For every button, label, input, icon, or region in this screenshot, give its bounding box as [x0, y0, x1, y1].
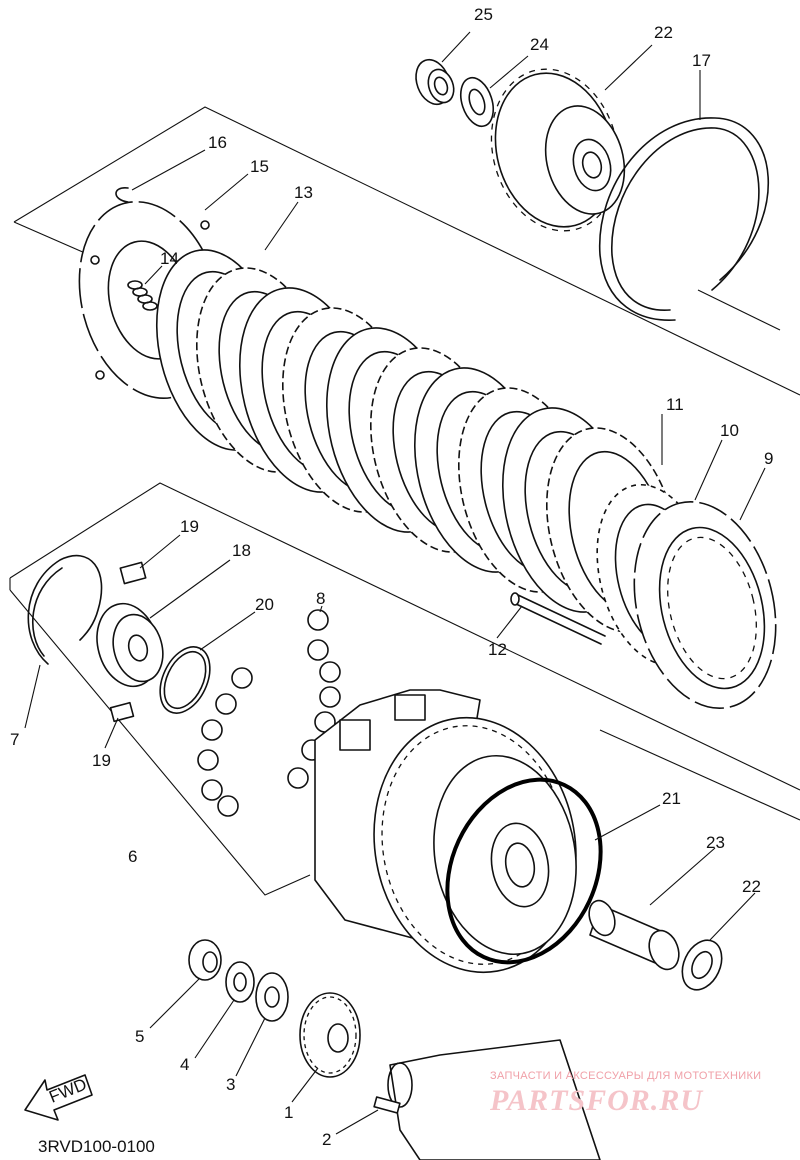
label-part-10: 10 [720, 421, 739, 440]
part-12-bolt [510, 592, 606, 645]
part-number-labels: 25 24 22 17 16 15 13 14 11 10 9 12 19 18… [10, 5, 773, 1149]
part-14-spring [127, 280, 158, 311]
fwd-arrow-icon: FWD [24, 1074, 93, 1121]
label-part-9: 9 [764, 449, 773, 468]
label-part-15: 15 [250, 157, 269, 176]
lower-group-frame [9, 482, 800, 896]
shaft-end [387, 1039, 601, 1160]
part-19-pin-bottom [109, 701, 135, 723]
label-part-8: 8 [316, 589, 325, 608]
diagram-code-caption: 3RVD100-0100 [38, 1137, 155, 1156]
watermark-logo: PARTSFOR.RU [489, 1084, 703, 1117]
label-part-6: 6 [128, 847, 137, 866]
label-part-19-bottom: 19 [92, 751, 111, 770]
part-9-plate [633, 500, 777, 710]
part-24-spacer [588, 899, 680, 971]
part-20-ring [159, 646, 211, 714]
label-part-16: 16 [208, 133, 227, 152]
part-3-washer [255, 972, 289, 1022]
label-part-12: 12 [488, 640, 507, 659]
part-26-nut [415, 58, 455, 106]
part-18-cam [96, 602, 164, 688]
label-part-20: 20 [255, 595, 274, 614]
part-2-key [373, 1096, 401, 1114]
part-7-circlip [27, 554, 103, 665]
label-part-25: 24 [530, 35, 549, 54]
label-part-19-top: 19 [180, 517, 199, 536]
part-21-clutch-boss [490, 68, 626, 232]
label-part-11: 11 [666, 395, 684, 414]
label-part-24: 23 [706, 833, 725, 852]
leader-lines [24, 31, 766, 1135]
part-4-washer [225, 961, 255, 1003]
label-part-2: 2 [322, 1130, 331, 1149]
ball-group-left [197, 667, 253, 817]
label-part-7: 7 [10, 730, 19, 749]
part-5-nut [188, 939, 222, 981]
label-part-22: 21 [662, 789, 681, 808]
label-part-17: 17 [692, 51, 711, 70]
part-25-washer [459, 76, 495, 128]
part-17-circlip [598, 117, 770, 321]
part-22-highlight-ring [445, 777, 603, 965]
label-part-23: 22 [742, 877, 761, 896]
watermark-tagline: ЗАПЧАСТИ И АКСЕССУАРЫ ДЛЯ МОТОТЕХНИКИ [490, 1070, 761, 1082]
label-part-18: 18 [232, 541, 251, 560]
label-part-14: 14 [160, 249, 179, 268]
label-part-21: 22 [654, 23, 673, 42]
watermark: ЗАПЧАСТИ И АКСЕССУАРЫ ДЛЯ МОТОТЕХНИКИ PA… [489, 1070, 761, 1117]
part-19-pin-top [119, 561, 147, 585]
part-1-primary-gear [299, 992, 361, 1078]
label-part-4: 4 [180, 1055, 189, 1074]
label-part-26: 25 [474, 5, 493, 24]
label-part-1: 1 [284, 1103, 293, 1122]
part-23-washer [681, 939, 723, 991]
label-part-3: 3 [226, 1075, 235, 1094]
part-16-clip [115, 187, 129, 203]
label-part-13: 13 [294, 183, 313, 202]
label-part-5: 5 [135, 1027, 144, 1046]
